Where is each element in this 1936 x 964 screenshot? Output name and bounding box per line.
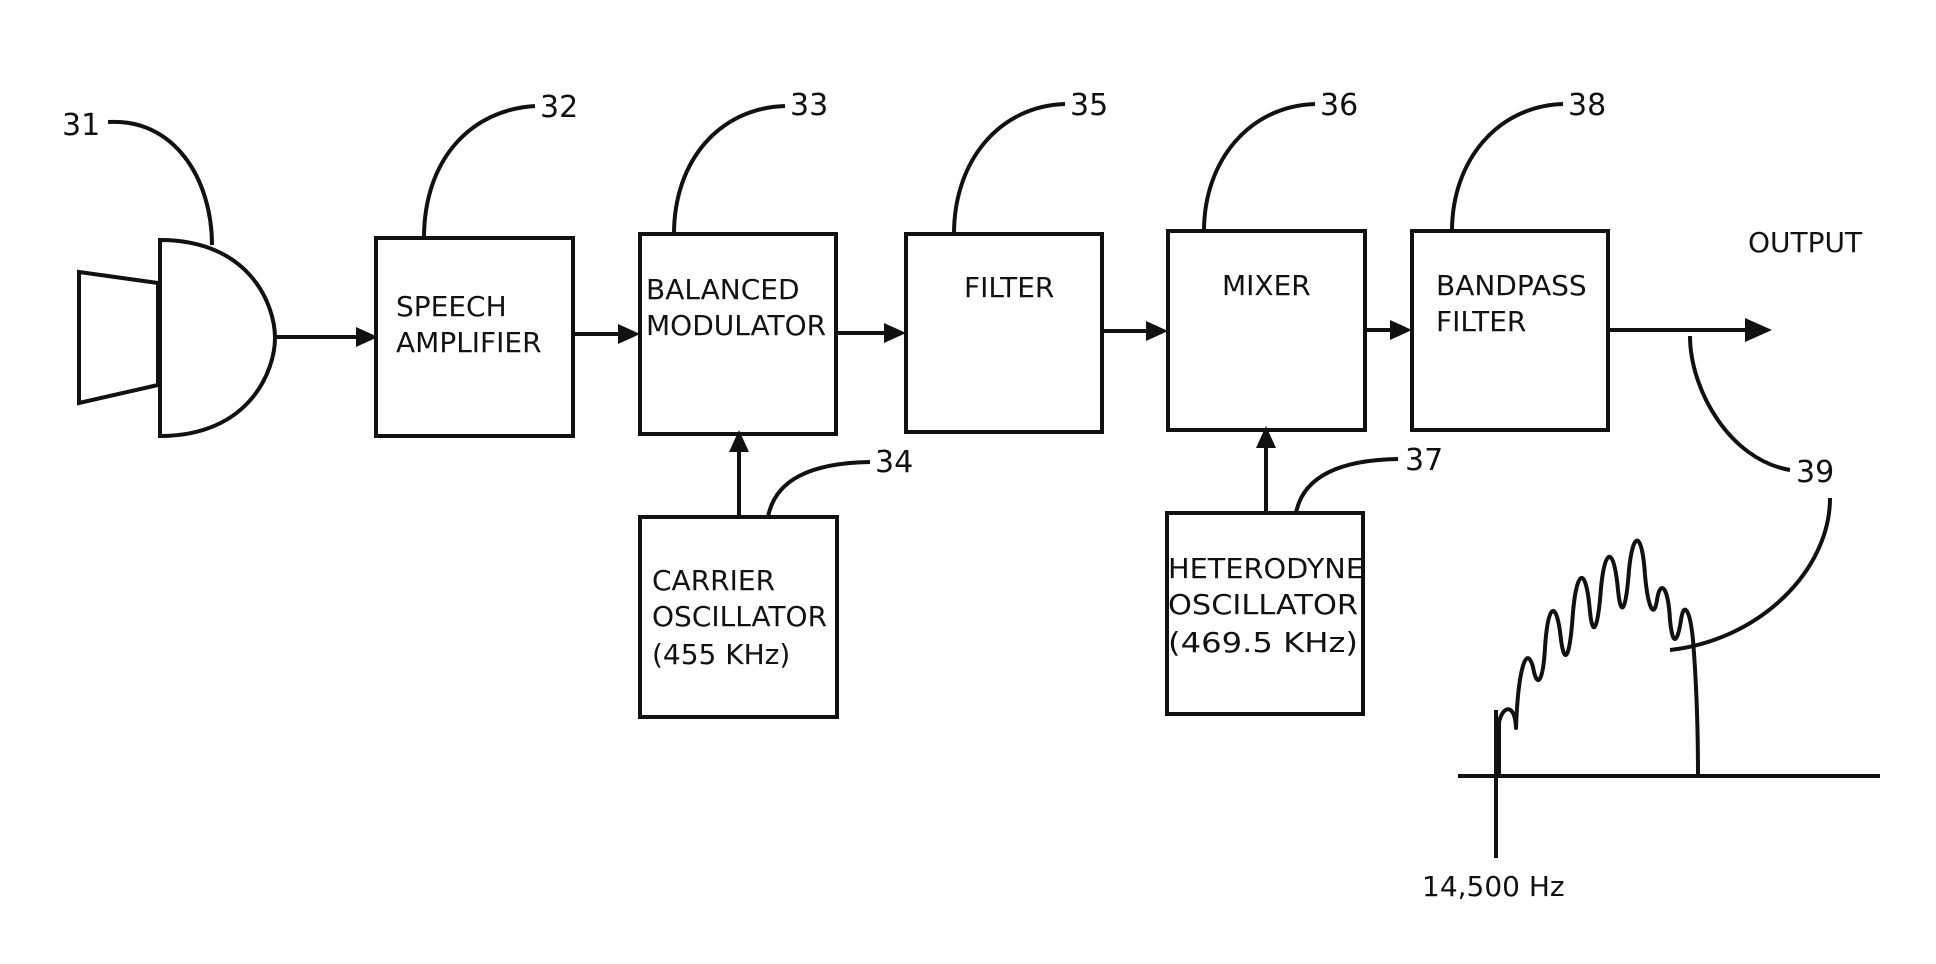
bandpass-filter-label-2: FILTER (1436, 305, 1526, 338)
leader-38 (1450, 102, 1564, 232)
output-label: OUTPUT (1748, 226, 1863, 259)
heterodyne-oscillator-label-2: OSCILLATOR (1168, 588, 1358, 621)
leader-31 (107, 119, 214, 246)
mixer-label: MIXER (1222, 269, 1311, 302)
ref-39: 39 (1796, 455, 1834, 490)
balanced-modulator-label-2: MODULATOR (646, 309, 826, 342)
ref-33: 33 (790, 88, 828, 123)
balanced-modulator-label-1: BALANCED (646, 273, 800, 306)
leader-37 (1294, 457, 1399, 514)
heterodyne-oscillator-label-1: HETERODYNE (1168, 552, 1364, 585)
carrier-oscillator-label-3: (455 KHz) (652, 638, 790, 671)
spectrum-start-label: 14,500 Hz (1422, 870, 1565, 903)
leader-39b (1669, 497, 1832, 652)
ref-34: 34 (875, 445, 913, 480)
carrier-oscillator-label-1: CARRIER (652, 564, 775, 597)
leader-35 (952, 102, 1066, 235)
output-spectrum (1458, 538, 1880, 858)
bandpass-filter-label-1: BANDPASS (1436, 269, 1587, 302)
spectrum-curve (1497, 538, 1700, 777)
leader-32 (422, 104, 536, 239)
carrier-oscillator-label-2: OSCILLATOR (652, 600, 827, 633)
leader-36 (1202, 102, 1316, 232)
leader-34 (766, 460, 871, 518)
signal-path (276, 318, 1772, 517)
ref-31: 31 (62, 108, 100, 143)
heterodyne-oscillator-label-3: (469.5 KHz) (1168, 626, 1358, 659)
leader-39a (1688, 335, 1791, 472)
ref-32: 32 (540, 90, 578, 125)
microphone-icon (77, 237, 278, 439)
filter-label: FILTER (964, 271, 1054, 304)
leader-lines (107, 102, 1832, 652)
speech-amplifier-label-1: SPEECH (396, 290, 507, 323)
ref-38: 38 (1568, 88, 1606, 123)
mixer-block (1166, 229, 1367, 432)
leader-33 (672, 104, 786, 235)
ref-36: 36 (1320, 88, 1358, 123)
ref-37: 37 (1405, 443, 1443, 478)
ref-35: 35 (1070, 88, 1108, 123)
speech-amplifier-label-2: AMPLIFIER (396, 326, 542, 359)
filter-block (904, 232, 1104, 434)
